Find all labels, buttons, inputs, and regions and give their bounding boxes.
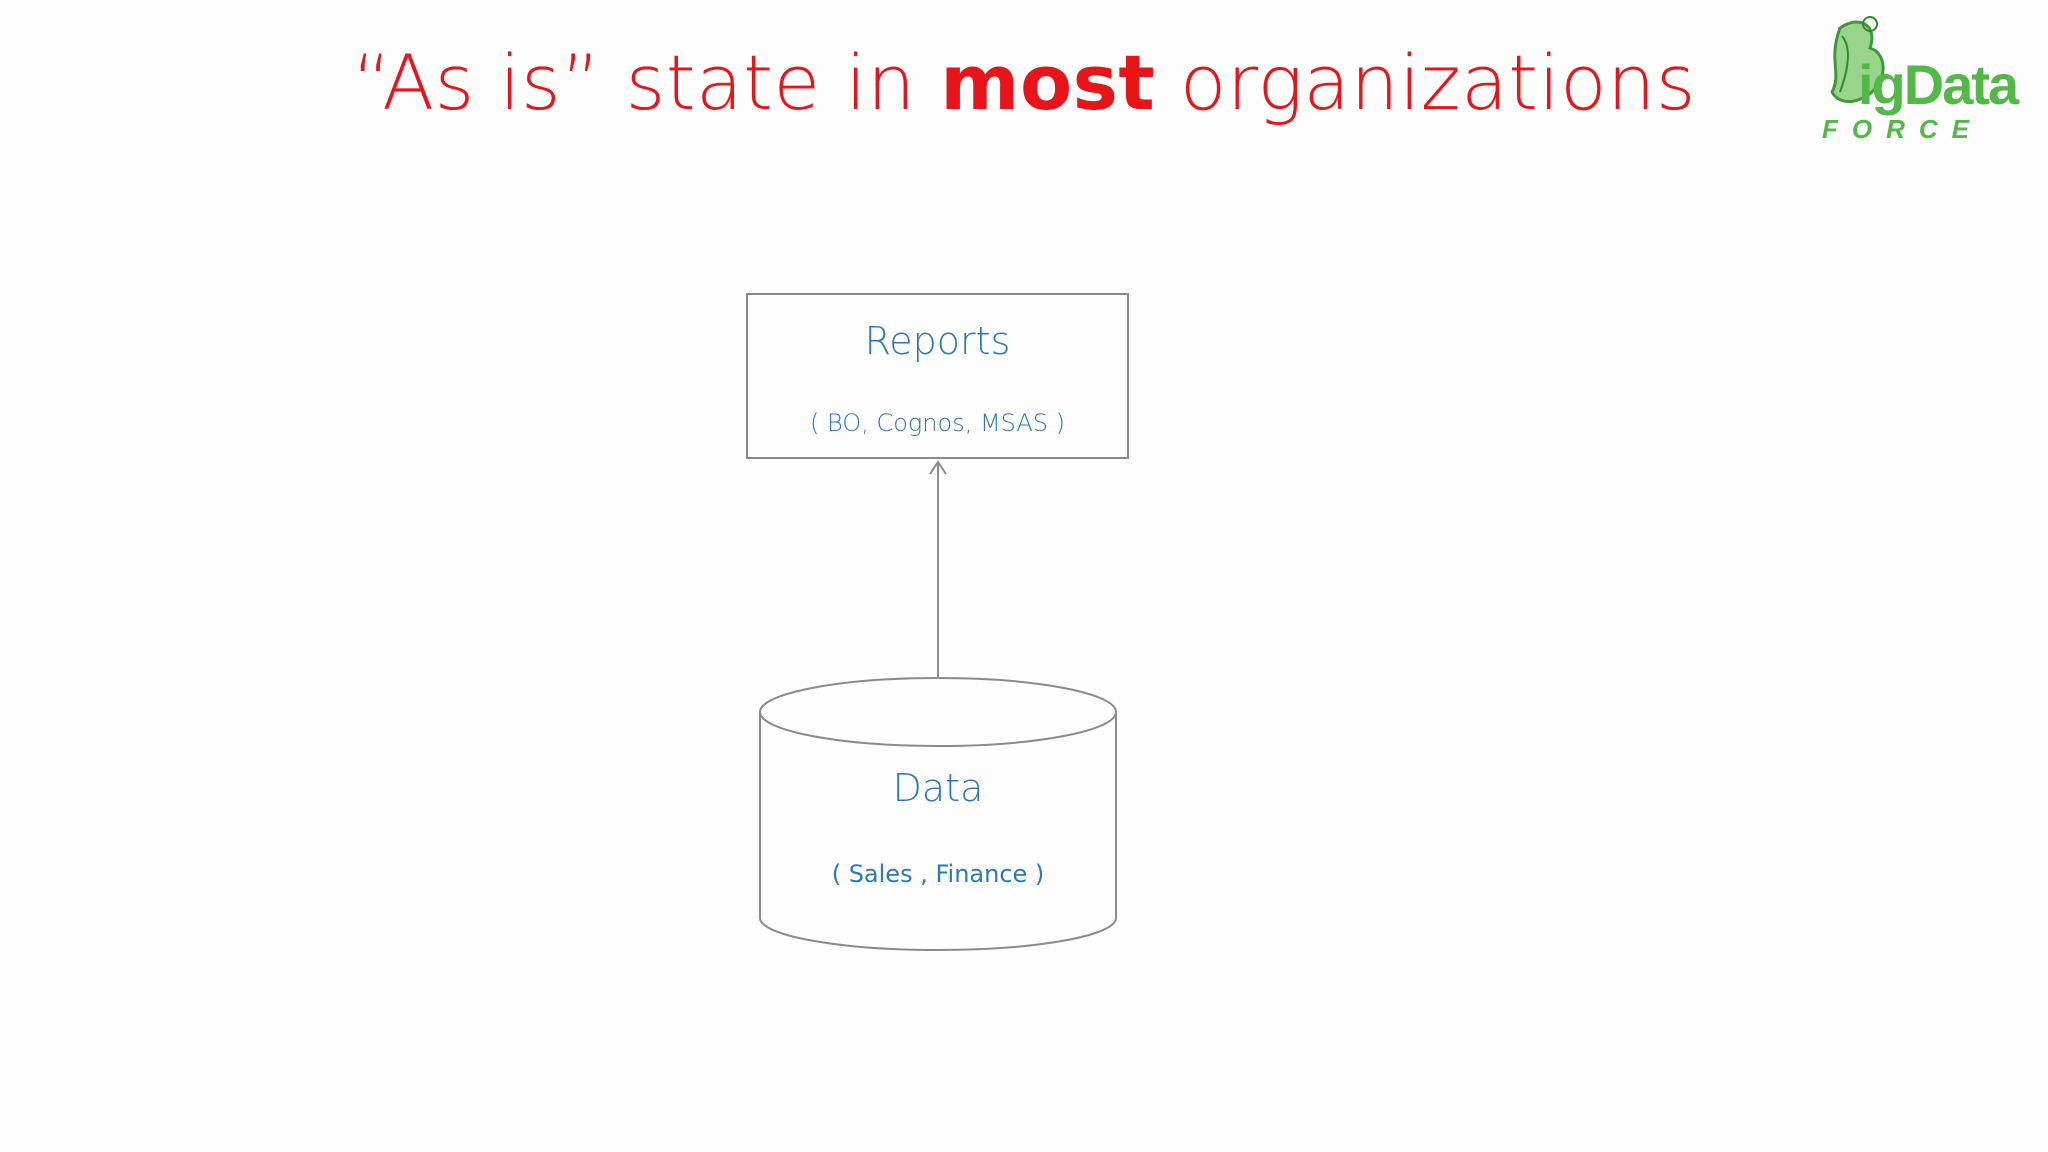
arrowhead-icon — [929, 460, 947, 475]
slide-title: “As is” state in most organizations — [0, 38, 2048, 127]
logo-text-sub: FORCE — [1822, 114, 1983, 144]
title-part-after: organizations — [1155, 38, 1696, 127]
reports-title: Reports — [864, 319, 1011, 363]
data-cylinder — [759, 677, 1117, 951]
logo-mark-icon — [1830, 16, 1885, 104]
data-title: Data — [892, 766, 984, 810]
title-emphasis: most — [940, 38, 1156, 127]
title-part-before: “As is” state in — [352, 38, 941, 127]
reports-node: Reports ( BO, Cognos, MSAS ) — [746, 293, 1129, 459]
bigdata-force-logo: igData FORCE — [1800, 8, 2040, 148]
data-subtitle: ( Sales , Finance ) — [831, 860, 1045, 888]
reports-subtitle: ( BO, Cognos, MSAS ) — [810, 409, 1065, 437]
logo-text-main: igData — [1858, 53, 2019, 116]
